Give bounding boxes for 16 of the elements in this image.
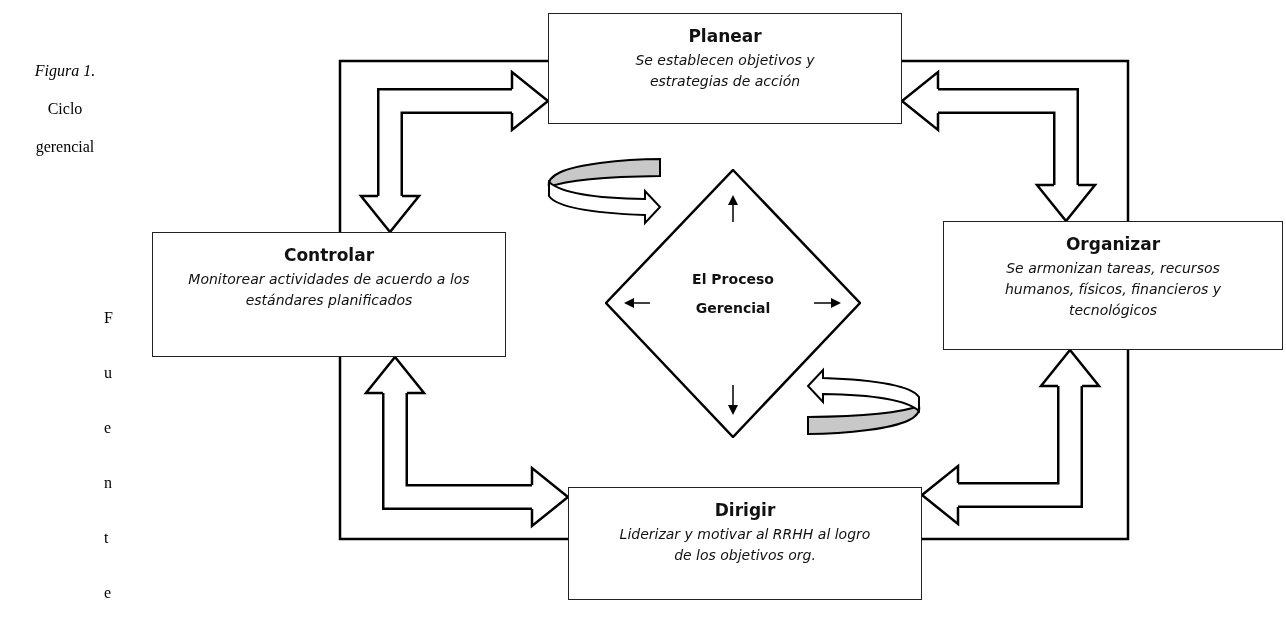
process-box bbox=[943, 221, 1283, 350]
box-description: Se armonizan tareas, recursos humanos, físicos, financieros y tecnológicos bbox=[1004, 259, 1222, 320]
box-title: Organizar bbox=[1065, 234, 1161, 254]
process-diamond bbox=[605, 169, 861, 438]
source-note: Fuente bbox=[104, 308, 114, 603]
box-title: Planear bbox=[688, 26, 762, 46]
process-box bbox=[152, 232, 506, 357]
box-description: Liderizar y motivar al RRHH al logro de los objetivos org. bbox=[618, 525, 872, 565]
figure-caption: Figura 1. Ciclo gerencial bbox=[33, 61, 97, 158]
box-description: Monitorear actividades de acuerdo a los estándares planificados bbox=[187, 270, 471, 310]
process-box bbox=[568, 487, 922, 600]
node-label: El Proceso Gerencial bbox=[691, 269, 775, 318]
process-box bbox=[548, 13, 902, 124]
box-description: Se establecen objetivos y estrategias de acción bbox=[634, 51, 816, 91]
box-title: Controlar bbox=[283, 245, 375, 265]
box-title: Dirigir bbox=[714, 500, 776, 520]
